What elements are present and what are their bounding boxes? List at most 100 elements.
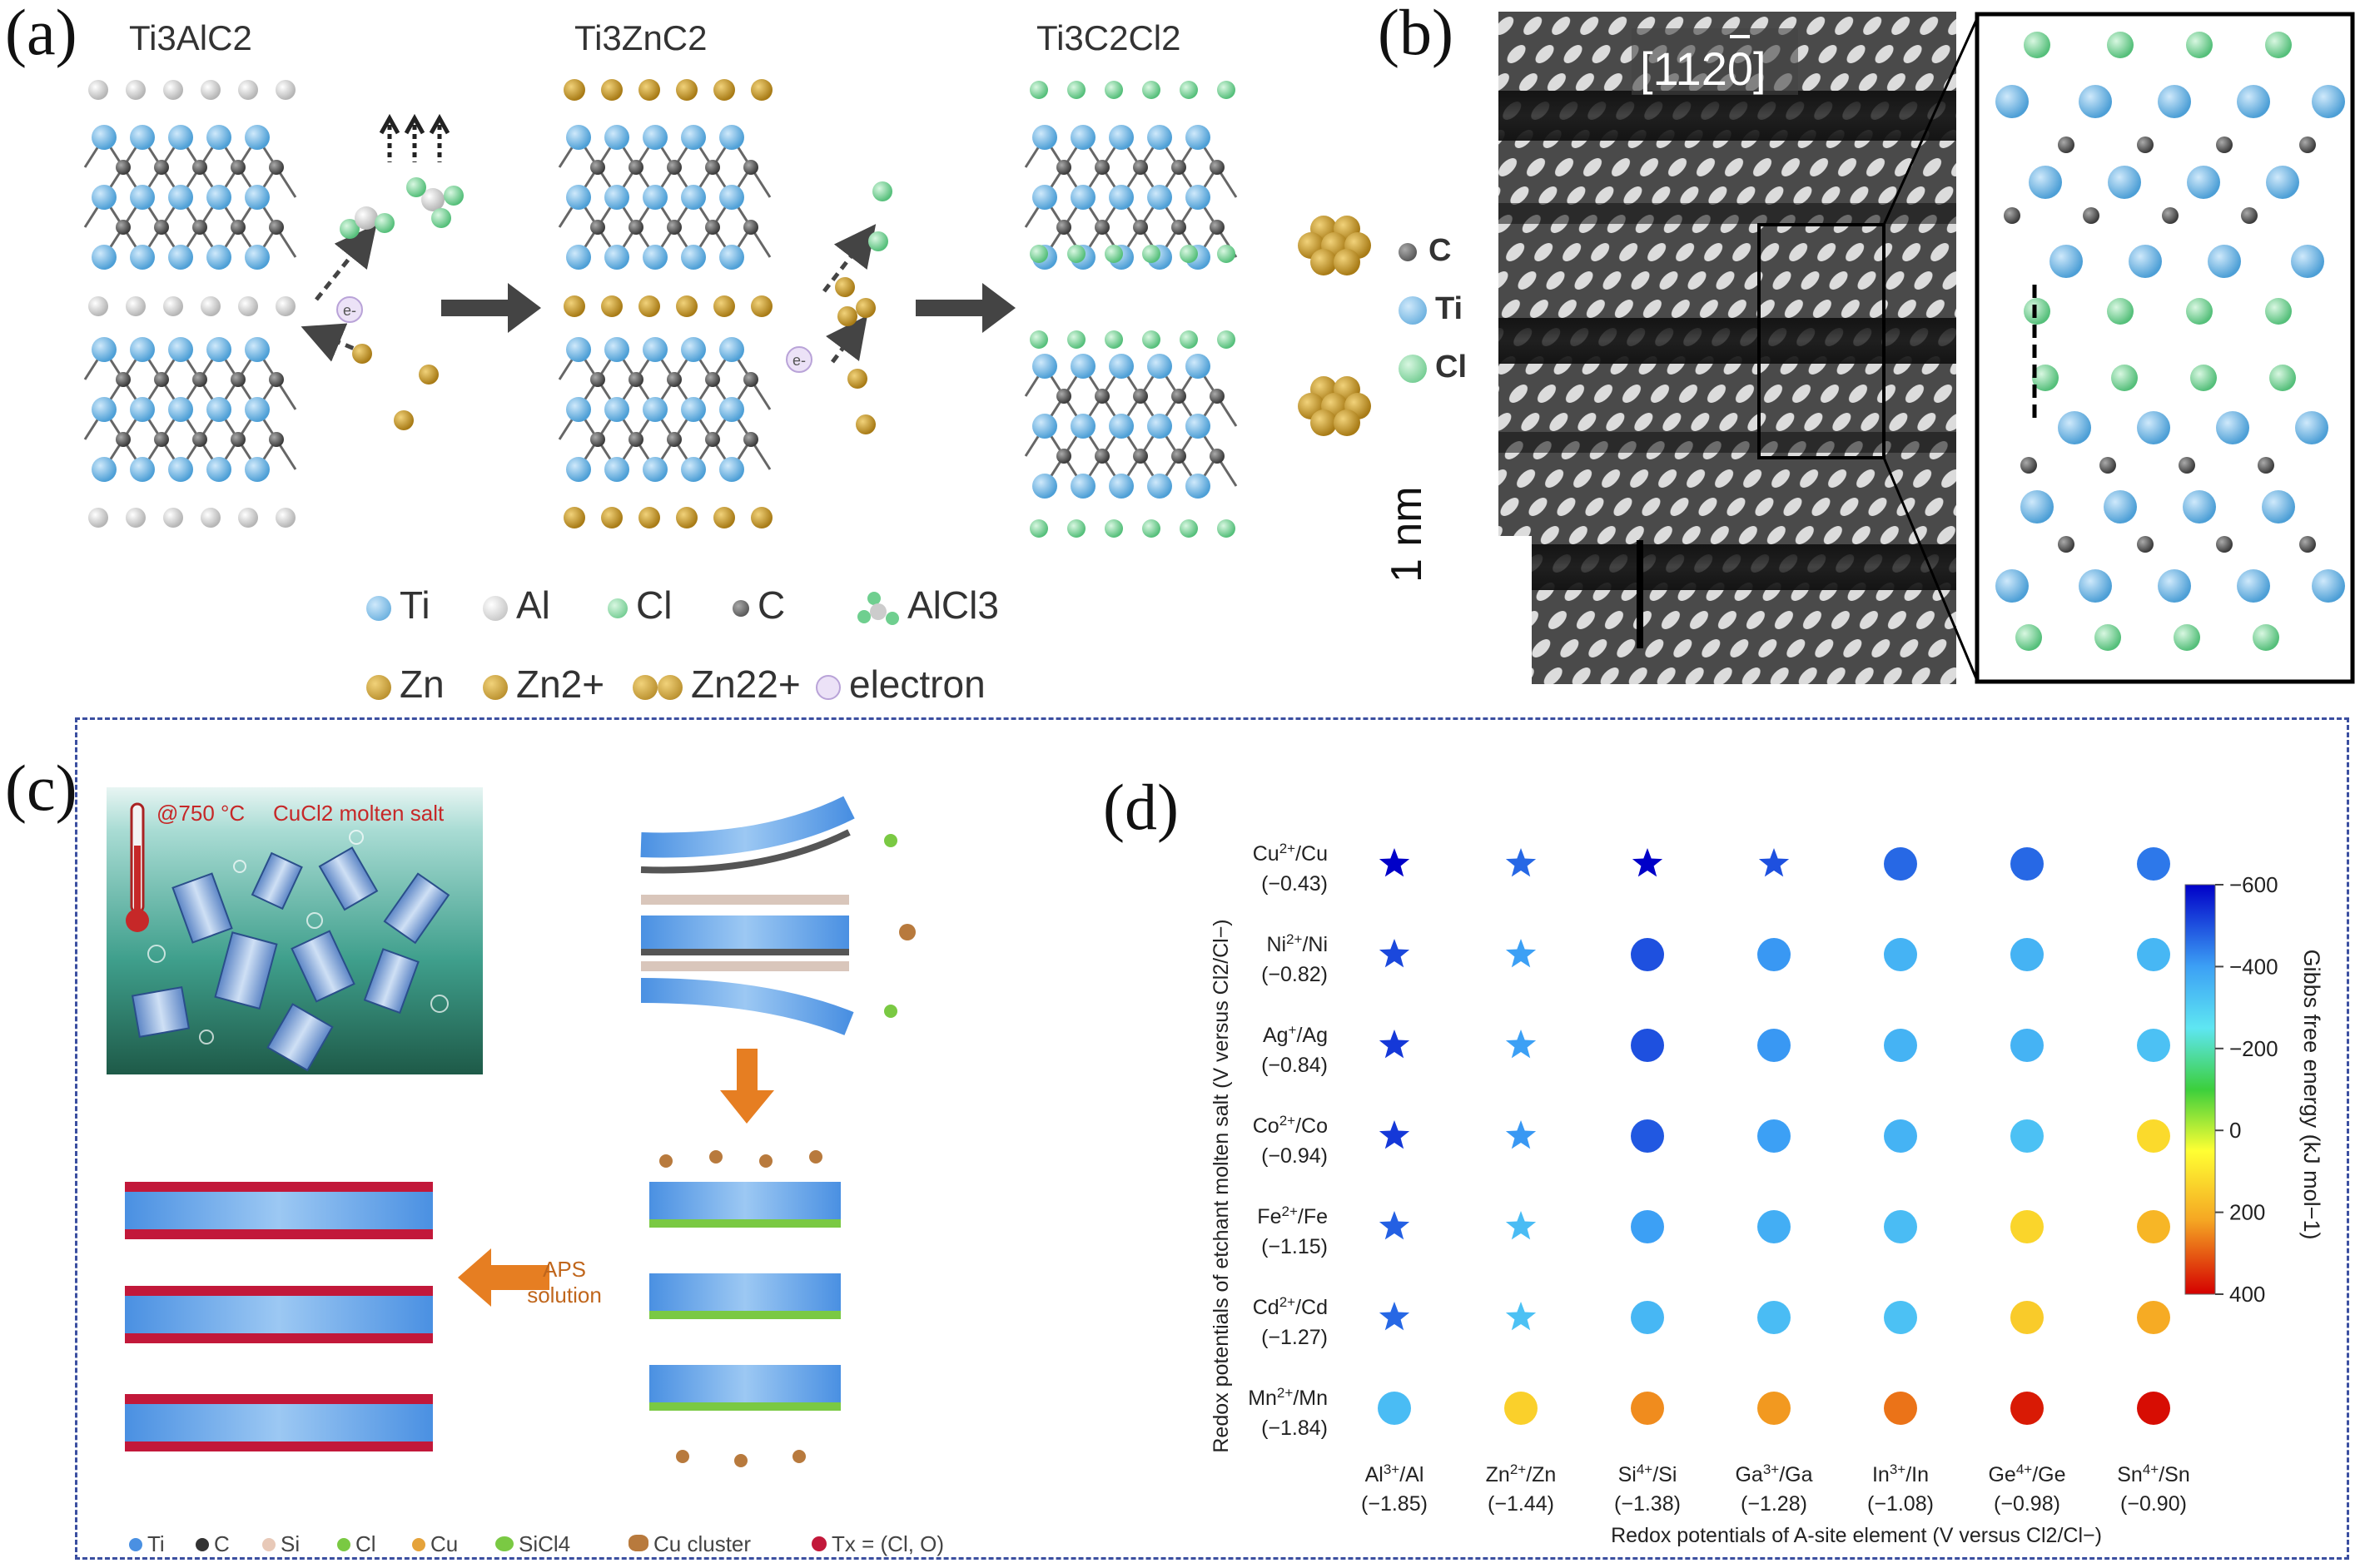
thermometer-icon xyxy=(126,802,149,932)
panel-c-legend: Ti C Si Cl Cu SiCl4 Cu cluster Tx = (Cl,… xyxy=(129,1531,1045,1561)
tem-image: [1120] xyxy=(1498,12,1956,684)
down-arrow xyxy=(720,1049,774,1124)
y-tick-value: (−0.94) xyxy=(1261,1144,1328,1168)
circle-marker xyxy=(1378,1392,1411,1425)
circle-marker xyxy=(2010,1210,2044,1243)
y-axis-title: Redox potentials of etchant molten salt … xyxy=(1210,919,1233,1452)
electron-tags: e- e- xyxy=(336,296,812,373)
cu-legend-icon xyxy=(412,1538,425,1551)
svg-text:e-: e- xyxy=(792,352,806,369)
star-marker xyxy=(1505,848,1537,877)
stage-label-ti3znc2: Ti3ZnC2 xyxy=(574,18,708,57)
salt-label: CuCl2 molten salt xyxy=(273,801,445,826)
panel-d-letter: (d) xyxy=(1103,771,1179,843)
x-tick-value: (−1.28) xyxy=(1741,1492,1807,1516)
circle-marker xyxy=(1884,938,1917,971)
circle-marker xyxy=(1884,1301,1917,1334)
ti-legend-dot xyxy=(366,595,391,621)
x-tick-label: Sn4+/Sn xyxy=(2117,1461,2190,1487)
circle-marker xyxy=(1631,1301,1664,1334)
colorbar-tick-label: 200 xyxy=(2229,1200,2265,1225)
circle-marker xyxy=(1757,1210,1791,1243)
cu-cluster-legend-icon xyxy=(629,1535,648,1551)
circle-marker xyxy=(1884,1119,1917,1153)
al-legend-dot xyxy=(483,595,508,621)
star-marker xyxy=(1505,939,1537,968)
circle-marker xyxy=(1757,1301,1791,1334)
mxene-stacks xyxy=(125,796,916,1467)
circle-marker xyxy=(2137,1392,2170,1425)
cl-legend-icon xyxy=(337,1538,350,1551)
circle-marker xyxy=(1757,1029,1791,1062)
si-legend-icon xyxy=(262,1538,276,1551)
tx-legend-icon xyxy=(812,1536,827,1551)
y-tick-label: Cd2+/Cd xyxy=(1253,1294,1328,1320)
circle-marker xyxy=(2010,1119,2044,1153)
etched-layers-top xyxy=(640,796,916,1035)
panel-a-legend: Ti Al Cl C AlCl3 Zn Zn2+ Zn22+ electron xyxy=(366,574,1448,724)
y-tick-value: (−1.27) xyxy=(1261,1326,1328,1349)
circle-marker xyxy=(2137,1119,2170,1153)
alcl3-legend-icon xyxy=(857,591,899,625)
circle-marker xyxy=(2137,847,2170,881)
aps-label: APS solution xyxy=(527,1257,602,1307)
x-tick-label: Ge4+/Ge xyxy=(1988,1461,2065,1487)
ti-legend-icon xyxy=(129,1538,142,1551)
star-marker xyxy=(1379,1211,1410,1240)
svg-text:e-: e- xyxy=(343,302,356,319)
circle-marker xyxy=(1631,1119,1664,1153)
x-tick-value: (−1.08) xyxy=(1867,1492,1934,1516)
c-legend-dot xyxy=(733,599,749,617)
x-tick-value: (−0.98) xyxy=(1994,1492,2060,1516)
big-arrow-1 xyxy=(441,283,541,333)
star-marker xyxy=(1758,848,1790,877)
zoom-lines xyxy=(1882,16,1980,683)
star-marker xyxy=(1505,1302,1537,1331)
panel-a-letter: (a) xyxy=(5,0,77,68)
x-tick-value: (−0.90) xyxy=(2120,1492,2187,1516)
colorbar-tick-label: −400 xyxy=(2229,954,2278,979)
y-tick-label: Ag+/Ag xyxy=(1263,1022,1328,1048)
y-tick-value: (−1.84) xyxy=(1261,1417,1328,1440)
star-marker xyxy=(1379,939,1410,968)
circle-marker xyxy=(1757,938,1791,971)
x-tick-value: (−1.85) xyxy=(1361,1492,1428,1516)
tx-layers xyxy=(125,1182,433,1451)
stage-label-ti3c2cl2: Ti3C2Cl2 xyxy=(1036,18,1181,57)
colorbar-tick-label: −200 xyxy=(2229,1036,2278,1061)
colorbar-tick-label: 0 xyxy=(2229,1118,2241,1143)
circle-marker xyxy=(1631,938,1664,971)
circle-marker xyxy=(1631,1029,1664,1062)
circle-marker xyxy=(2010,1392,2044,1425)
scale-bar-label: 1 nm xyxy=(1383,486,1431,583)
circle-marker xyxy=(1757,1392,1791,1425)
panel-a-schematic: e- e- xyxy=(83,79,1371,538)
y-tick-value: (−0.43) xyxy=(1261,872,1328,896)
circle-marker xyxy=(2010,938,2044,971)
star-marker xyxy=(1379,1030,1410,1059)
zn-clusters xyxy=(1298,216,1371,436)
electron-legend-dot xyxy=(816,674,841,700)
circle-marker xyxy=(1631,1392,1664,1425)
circle-marker xyxy=(1884,847,1917,881)
circle-marker xyxy=(2137,1210,2170,1243)
y-tick-value: (−1.15) xyxy=(1261,1235,1328,1258)
panel-b-letter: (b) xyxy=(1378,0,1453,68)
zone-axis-label: [1120] xyxy=(1640,42,1766,95)
zn-legend-dot xyxy=(366,674,391,700)
circle-marker xyxy=(1884,1210,1917,1243)
panel-c-letter: (c) xyxy=(5,752,77,824)
star-marker xyxy=(1379,1302,1410,1331)
star-marker xyxy=(1505,1120,1537,1149)
c-atom-dot xyxy=(1399,242,1417,261)
star-marker xyxy=(1379,848,1410,877)
molten-salt-bath: @750 °C CuCl2 molten salt xyxy=(107,787,483,1074)
big-arrow-2 xyxy=(916,283,1016,333)
upward-arrows xyxy=(379,113,450,162)
y-tick-label: Fe2+/Fe xyxy=(1257,1203,1328,1229)
star-marker xyxy=(1505,1211,1537,1240)
circle-marker xyxy=(2137,1301,2170,1334)
circle-marker xyxy=(2010,1301,2044,1334)
cl-atom-dot xyxy=(1399,354,1427,383)
x-tick-value: (−1.38) xyxy=(1614,1492,1681,1516)
